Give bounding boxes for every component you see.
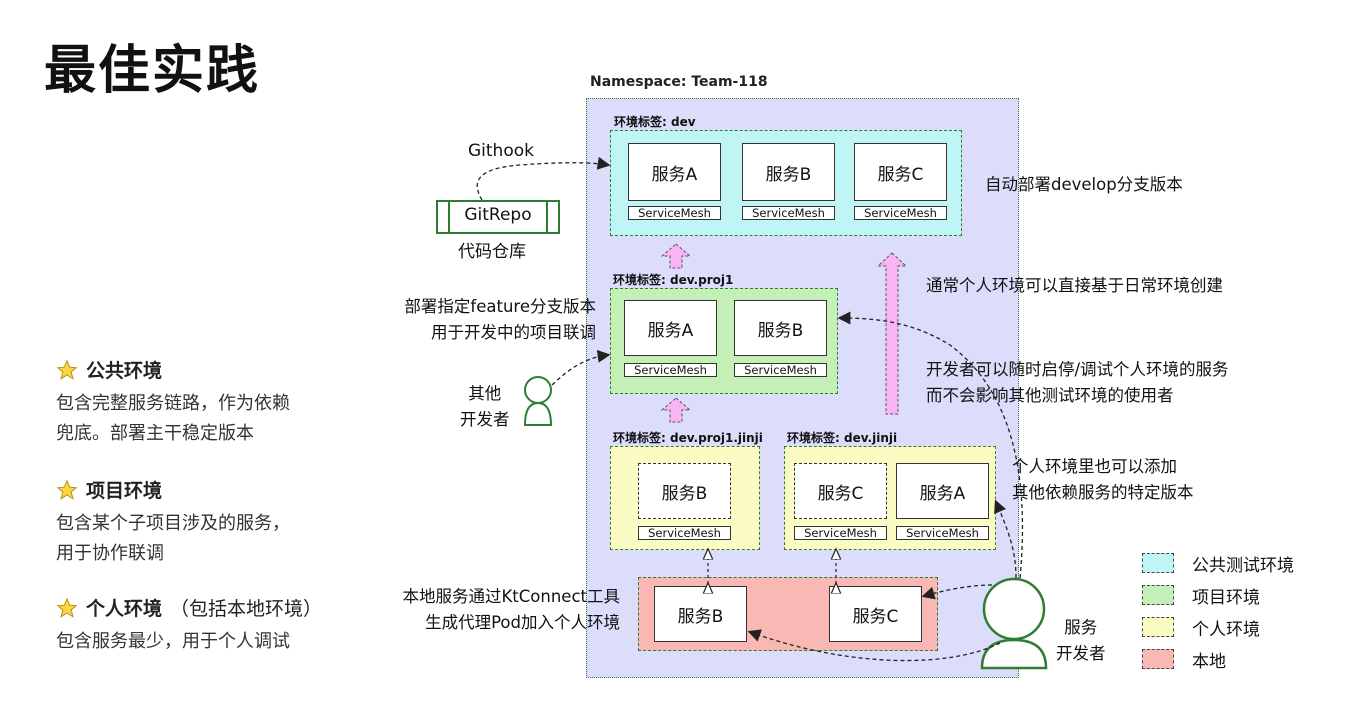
dev-to-jinji-a-arrow	[994, 499, 1017, 579]
legend-item: 项目环境	[1142, 579, 1294, 611]
dev-to-proj-b-arrow	[837, 311, 1024, 579]
gitrepo-label: GitRepo	[464, 205, 532, 225]
service-box: 服务B	[742, 143, 835, 201]
legend-item: 个人环境	[1142, 611, 1294, 643]
section-project: 项目环境 包含某个子项目涉及的服务， 用于协作联调	[56, 476, 376, 569]
other-dev-arrow	[551, 349, 611, 386]
note-ktconnect: 本地服务通过KtConnect工具 生成代理Pod加入个人环境	[368, 584, 620, 636]
label-line: 开发者	[460, 410, 510, 429]
namespace-label: Namespace: Team-118	[590, 74, 768, 90]
star-icon	[56, 359, 78, 380]
label-line: 开发者	[1056, 644, 1106, 663]
note-line: 部署指定feature分支版本	[404, 297, 596, 316]
service-mesh: ServiceMesh	[638, 526, 731, 540]
githook-label: Githook	[468, 141, 534, 161]
note-line: 用于开发中的项目联调	[431, 323, 596, 342]
service-box: 服务C	[829, 586, 922, 642]
legend-swatch	[1142, 649, 1174, 669]
legend-item: 公共测试环境	[1142, 547, 1294, 579]
gitrepo-caption: 代码仓库	[458, 242, 526, 262]
dev-to-local-c-arrow	[921, 584, 993, 600]
legend-label: 个人环境	[1192, 619, 1260, 640]
label-line: 其他	[468, 384, 502, 403]
dev-to-local-b-arrow	[747, 629, 1001, 662]
note-add: 个人环境里也可以添加 其他依赖服务的特定版本	[1012, 454, 1194, 506]
note-line: 而不会影响其他测试环境的使用者	[926, 386, 1174, 405]
section-heading: 公共环境	[86, 360, 163, 382]
service-mesh: ServiceMesh	[628, 206, 721, 220]
legend-swatch	[1142, 617, 1174, 637]
legend-label: 项目环境	[1192, 587, 1260, 608]
legend-item: 本地	[1142, 643, 1294, 675]
service-mesh: ServiceMesh	[896, 526, 989, 540]
section-heading: 项目环境	[86, 480, 163, 502]
note-feature: 部署指定feature分支版本 用于开发中的项目联调	[366, 294, 596, 346]
service-mesh: ServiceMesh	[624, 363, 717, 377]
env-label-jinji2: 环境标签: dev.jinji	[787, 431, 898, 445]
section-public: 公共环境 包含完整服务链路，作为依赖 兜底。部署主干稳定版本	[56, 356, 376, 449]
star-icon	[56, 479, 78, 500]
service-developer-icon	[980, 577, 1048, 670]
label-line: 服务	[1064, 618, 1098, 637]
service-box: 服务A	[896, 463, 989, 519]
legend-swatch	[1142, 585, 1174, 605]
pink-up-arrow	[660, 397, 692, 423]
legend: 公共测试环境 项目环境 个人环境 本地	[1142, 547, 1294, 675]
service-box: 服务C	[794, 463, 887, 519]
service-mesh: ServiceMesh	[794, 526, 887, 540]
section-personal: 个人环境 （包括本地环境） 包含服务最少，用于个人调试	[56, 594, 396, 657]
service-developer-label: 服务 开发者	[1056, 615, 1106, 667]
section-heading-paren: （包括本地环境）	[170, 598, 323, 620]
service-box: 服务B	[638, 463, 731, 519]
section-desc-line: 包含某个子项目涉及的服务，	[56, 513, 290, 534]
note-line: 本地服务通过KtConnect工具	[402, 587, 620, 606]
service-mesh: ServiceMesh	[742, 206, 835, 220]
section-desc-line: 包含完整服务链路，作为依赖	[56, 393, 290, 414]
service-mesh: ServiceMesh	[854, 206, 947, 220]
env-label-proj: 环境标签: dev.proj1	[613, 273, 734, 287]
pink-up-arrow-large	[876, 252, 908, 415]
section-desc-line: 包含服务最少，用于个人调试	[56, 631, 290, 652]
note-line: 生成代理Pod加入个人环境	[425, 613, 620, 632]
section-heading: 个人环境	[86, 598, 163, 620]
legend-swatch	[1142, 553, 1174, 573]
star-icon	[56, 597, 78, 618]
env-label-dev: 环境标签: dev	[614, 115, 696, 129]
note-personal-based: 通常个人环境可以直接基于日常环境创建	[926, 276, 1223, 295]
legend-label: 公共测试环境	[1192, 555, 1294, 576]
service-mesh: ServiceMesh	[734, 363, 827, 377]
service-box: 服务A	[624, 300, 717, 356]
pink-up-arrow	[660, 243, 692, 269]
page-title: 最佳实践	[44, 41, 261, 101]
section-desc-line: 用于协作联调	[56, 543, 164, 564]
service-box: 服务C	[854, 143, 947, 201]
note-line: 开发者可以随时启停/调试个人环境的服务	[926, 360, 1229, 379]
note-line: 其他依赖服务的特定版本	[1012, 483, 1194, 502]
section-desc-line: 兜底。部署主干稳定版本	[56, 423, 254, 444]
env-label-jinji1: 环境标签: dev.proj1.jinji	[613, 431, 763, 445]
gitrepo-icon	[436, 200, 560, 234]
note-auto-deploy: 自动部署develop分支版本	[985, 175, 1183, 194]
note-dev: 开发者可以随时启停/调试个人环境的服务 而不会影响其他测试环境的使用者	[926, 357, 1229, 409]
legend-label: 本地	[1192, 651, 1226, 672]
service-box: 服务B	[734, 300, 827, 356]
service-box: 服务A	[628, 143, 721, 201]
note-line: 个人环境里也可以添加	[1012, 457, 1177, 476]
other-developer-label: 其他 开发者	[460, 381, 510, 433]
service-box: 服务B	[654, 586, 747, 642]
githook-arrow	[476, 156, 611, 201]
other-developer-icon	[523, 376, 553, 426]
